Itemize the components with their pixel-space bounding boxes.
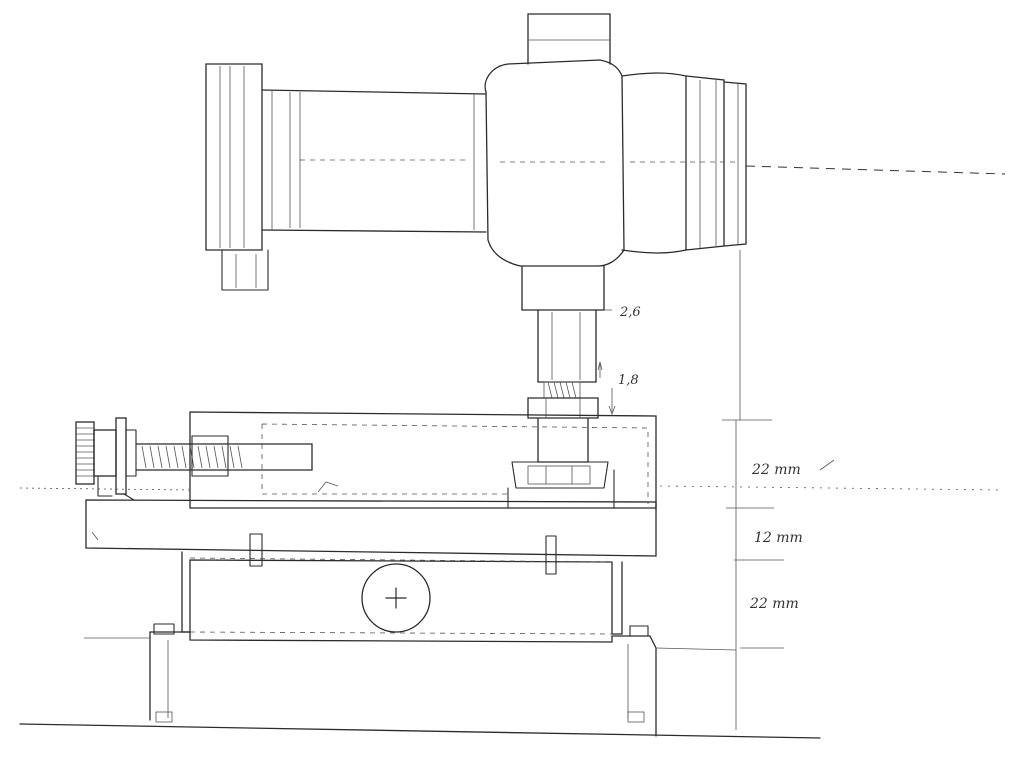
- pivot-circle: [361, 563, 431, 633]
- thread-hatching: [543, 381, 581, 399]
- stem-assembly: 2,6 1,8: [521, 265, 641, 419]
- eyepiece-assembly: [205, 13, 1006, 291]
- dim-label-12: 12 mm: [754, 530, 803, 546]
- optical-axis: [745, 165, 1006, 175]
- top-cap: [527, 13, 611, 65]
- slide-rail: [85, 499, 657, 557]
- slide-carrier: [537, 417, 589, 463]
- hex-nut: [527, 397, 599, 419]
- dim-label-top: 2,6: [619, 305, 641, 320]
- clamp-housing: [189, 411, 657, 509]
- stem-collar: [521, 265, 605, 311]
- thumb-screw: [75, 417, 313, 501]
- stem-shaft: [537, 309, 597, 383]
- right-barrel: [621, 72, 687, 254]
- bottom-base: [149, 631, 657, 737]
- dim-label-22-lower: 22 mm: [749, 596, 799, 612]
- tube: [261, 89, 487, 233]
- dim-label-22-upper: 22 mm: [751, 462, 801, 478]
- dimension-lines: 22 mm 12 mm 22 mm: [722, 250, 835, 730]
- left-flange: [205, 63, 263, 251]
- base-slide: [19, 499, 821, 739]
- knurled-knob: [75, 421, 95, 485]
- dim-label-gap: 1,8: [618, 373, 639, 388]
- ground-line: [19, 723, 821, 739]
- central-body: [484, 59, 625, 267]
- flange-stub: [221, 249, 269, 291]
